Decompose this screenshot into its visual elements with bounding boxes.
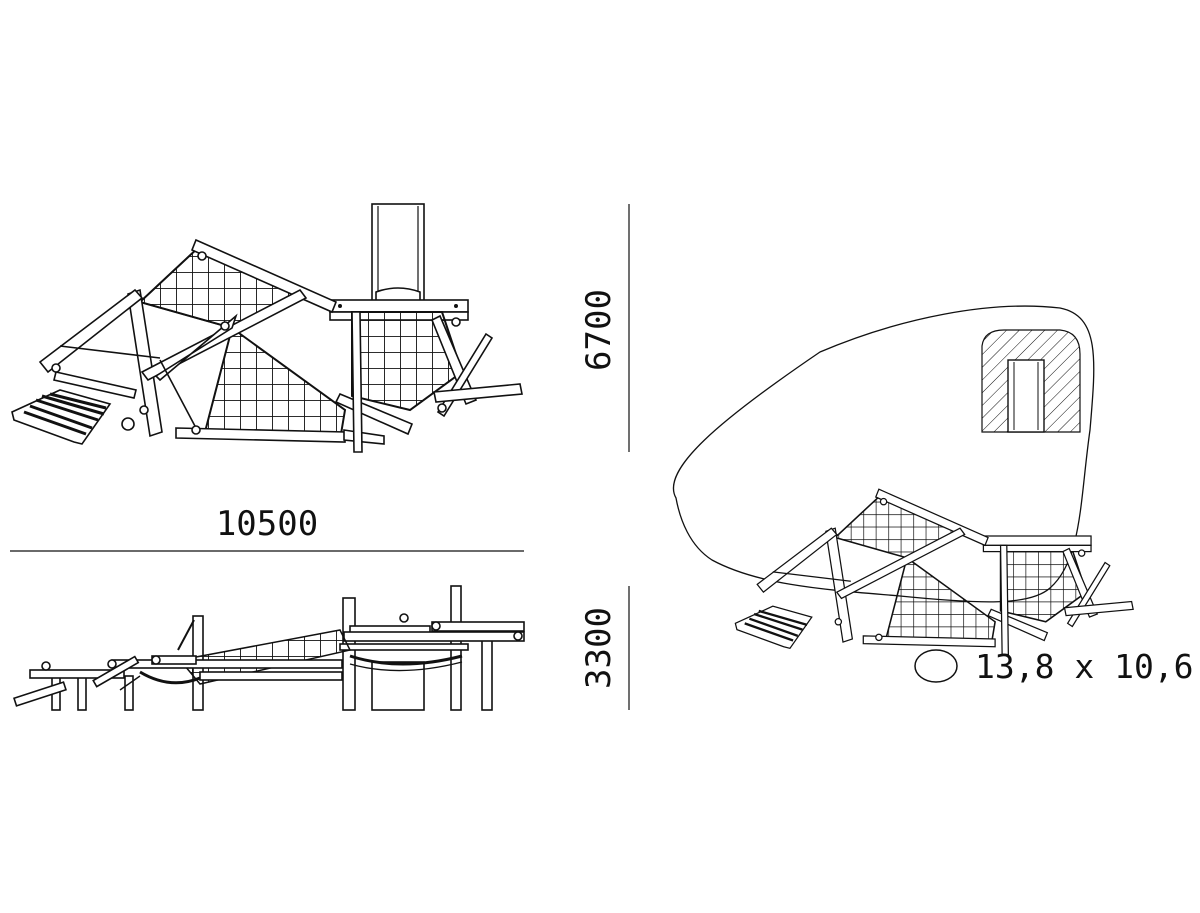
safety-area-label: 13,8 x 10,6	[975, 647, 1194, 686]
safety-area-legend: 13,8 x 10,6	[914, 647, 1194, 686]
ellipse-icon	[914, 649, 958, 683]
side-view-drawing	[13, 585, 525, 711]
depth-dimension-label: 6700	[579, 289, 619, 371]
climbing-net-right	[351, 311, 464, 412]
slide-chute	[371, 203, 425, 305]
ladder-top-view	[11, 389, 112, 445]
height-dimension: 3300	[579, 586, 630, 710]
safety-area-drawing	[672, 305, 1134, 656]
top-view-drawing	[11, 203, 523, 453]
log-beams	[38, 238, 523, 453]
depth-dimension: 6700	[579, 204, 630, 452]
safety-area-outline	[672, 305, 1095, 603]
width-dimension: 10500	[10, 504, 524, 552]
width-dimension-label: 10500	[216, 504, 318, 544]
log-end-caps	[51, 251, 461, 435]
climbing-net-middle	[203, 326, 347, 442]
height-dimension-label: 3300	[579, 607, 619, 689]
rope-lines	[59, 345, 197, 429]
